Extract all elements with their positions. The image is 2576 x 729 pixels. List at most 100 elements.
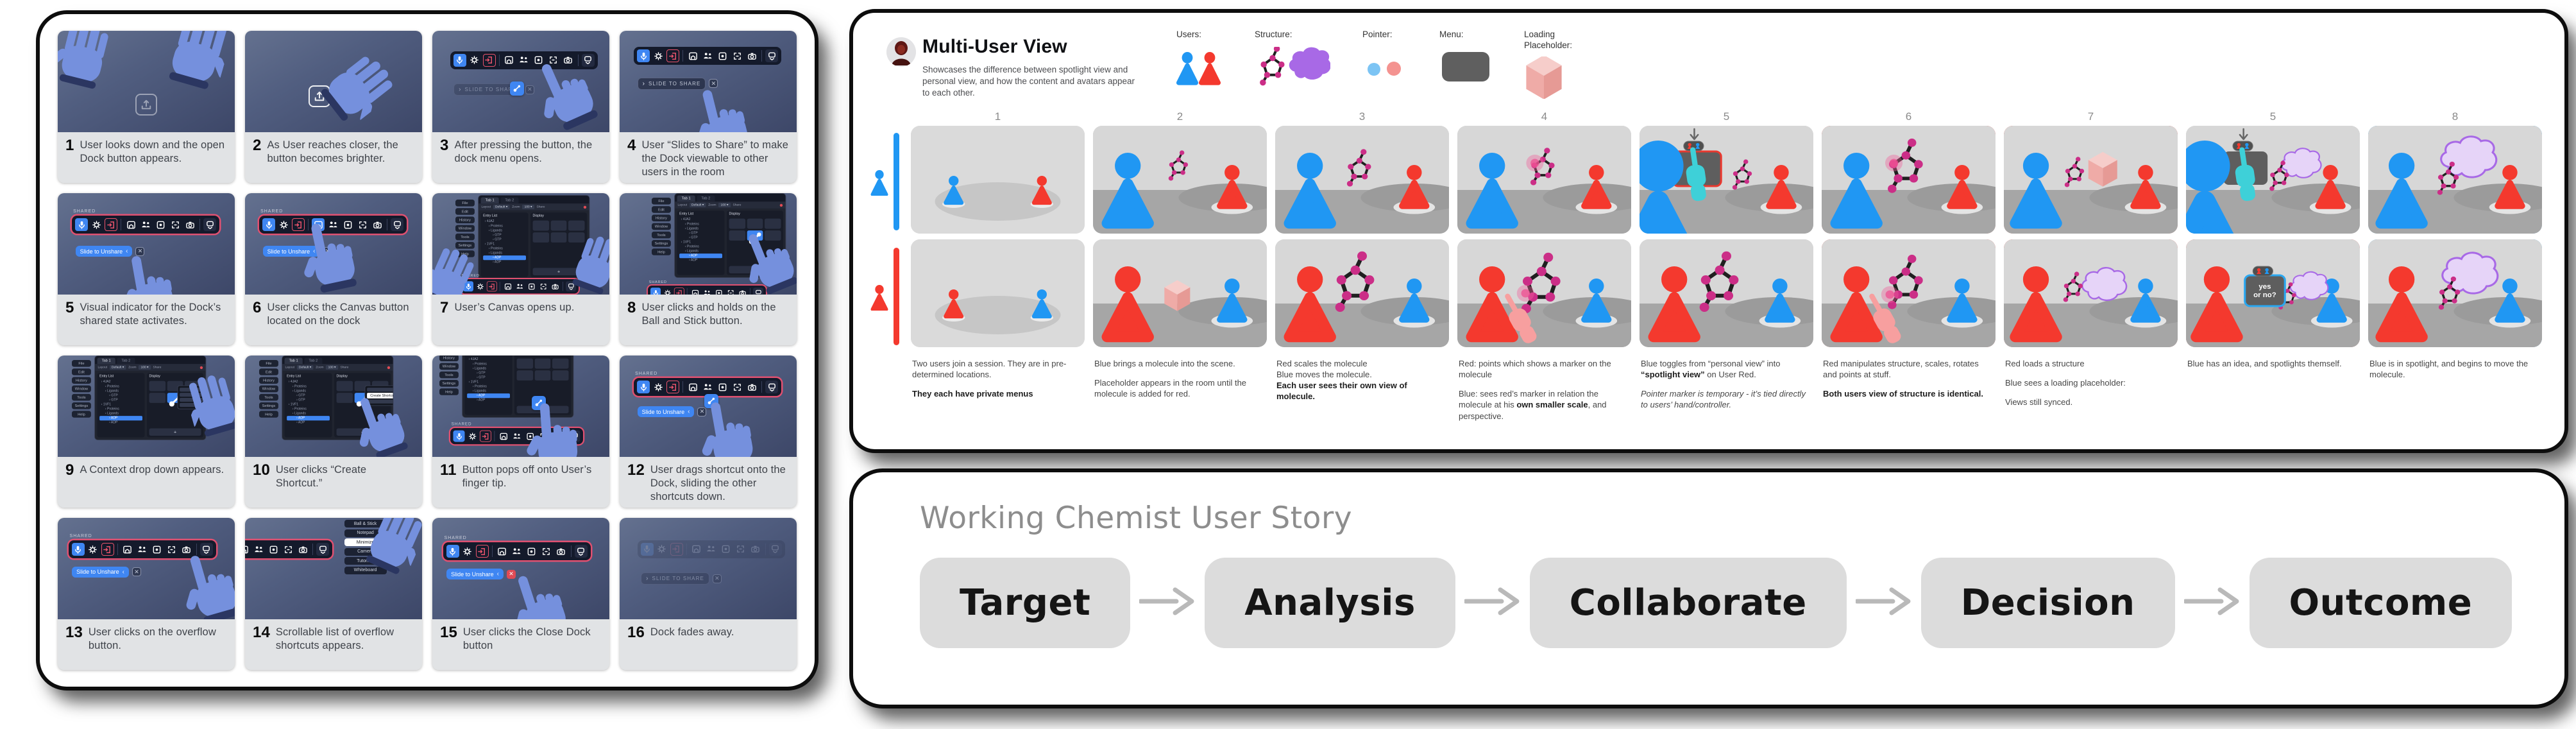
- cell-number: 4: [627, 137, 636, 154]
- pointer-icon: [716, 49, 729, 62]
- pointer-icon: [527, 282, 537, 292]
- expand-icon: [731, 49, 743, 62]
- column-number: 6: [1905, 110, 1912, 123]
- canvas-sidebar-button: Help: [72, 411, 91, 418]
- canvas-sidebar-button: Settings: [72, 402, 91, 409]
- scene-red-row: [1275, 239, 1449, 347]
- dock-divider: [686, 543, 687, 555]
- camera-icon: [371, 218, 384, 231]
- people-icon: [326, 218, 339, 231]
- dock: SHARED: [245, 534, 333, 559]
- scene-image: FileEditHistoryWindowToolsSettingsHelpTa…: [432, 356, 609, 457]
- cell-caption-text: User drags shortcut onto the Dock, slidi…: [650, 464, 786, 502]
- mic-icon: [650, 287, 661, 295]
- display-tile: [729, 230, 745, 241]
- scene-image: ›SLIDE TO SHARE✕: [432, 31, 609, 132]
- gear-icon: [461, 545, 474, 558]
- display-tile: [336, 381, 353, 391]
- camera-icon: [296, 543, 309, 556]
- dock-divider: [682, 381, 684, 393]
- scene-red-row: [2368, 239, 2542, 347]
- dock-menu: [648, 285, 767, 295]
- expand-icon: [165, 543, 178, 556]
- column-caption: Blue is in spotlight, and begins to move…: [2369, 359, 2529, 380]
- shared-label: SHARED: [245, 534, 332, 538]
- people-icon: [514, 282, 525, 292]
- window-icon: [496, 545, 509, 558]
- canvas-sidebar-button: File: [651, 198, 671, 205]
- cell-number: 15: [440, 624, 457, 641]
- avatar: [886, 37, 916, 67]
- display-tile: [568, 232, 585, 243]
- legend-label: Pointer:: [1362, 30, 1393, 39]
- cell-caption-text: User looks down and the open Dock button…: [80, 139, 225, 164]
- dock: SHARED: [259, 209, 407, 234]
- legend-label: Loading Placeholder:: [1524, 30, 1573, 50]
- display-tile: [729, 218, 745, 229]
- window-icon: [312, 218, 325, 232]
- scene-blue-row: [1822, 126, 1996, 234]
- dock-menu: [637, 540, 785, 558]
- scene-blue-row: [1093, 126, 1267, 234]
- slide-to-unshare-pill: Slide to Unshare‹✕: [72, 566, 141, 578]
- cell-caption-text: User clicks the Close Dock button: [462, 626, 591, 651]
- cell-number: 5: [65, 299, 74, 316]
- display-tile: [550, 232, 567, 243]
- column-number: 3: [1359, 110, 1366, 123]
- dock-divider: [199, 219, 201, 231]
- dock: SHARED: [634, 372, 782, 397]
- expand-icon: [282, 543, 294, 556]
- red-person-icon: [870, 285, 888, 311]
- canvas-sidebar-button: Edit: [259, 368, 278, 375]
- cell-number: 7: [440, 299, 449, 316]
- legend: Users:Structure:Pointer:Menu:Loading Pla…: [1176, 30, 1573, 99]
- pointer-icon: [1362, 47, 1407, 87]
- dock: SHARED: [648, 280, 767, 295]
- legend-item: Loading Placeholder:: [1524, 30, 1573, 99]
- expand-icon: [169, 218, 182, 231]
- column-number: 5: [1723, 110, 1730, 123]
- canvas-sidebar-button: History: [72, 377, 91, 384]
- camera-icon: [737, 287, 747, 295]
- display-tile: [532, 232, 549, 243]
- chemist-title: Working Chemist User Story: [920, 501, 1353, 536]
- dock-divider: [564, 431, 566, 442]
- slide-to-share-pill: ›SLIDE TO SHARE✕: [637, 77, 718, 90]
- close-dock-icon: ✕: [135, 246, 145, 256]
- expand-icon: [731, 381, 743, 393]
- cell-caption-text: User clicks and holds on the Ball and St…: [641, 302, 776, 327]
- canvas-sidebar-button: Window: [455, 225, 475, 232]
- column-number: 2: [1176, 110, 1183, 123]
- canvas-sidebar-button: History: [259, 377, 278, 384]
- overflow-icon: [581, 53, 595, 67]
- expand-icon: [356, 218, 369, 231]
- scene-image: ›SLIDE TO SHARE✕: [620, 31, 797, 132]
- legend-label: Structure:: [1255, 30, 1292, 39]
- legend-item: Structure:: [1255, 30, 1330, 98]
- cell-caption-text: As User reaches closer, the button becom…: [267, 139, 398, 164]
- panel-subtitle: Showcases the difference between spotlig…: [922, 65, 1135, 98]
- shared-label: SHARED: [260, 209, 284, 214]
- camera-icon: [562, 54, 575, 67]
- dock-menu: [259, 216, 407, 234]
- exit-icon: [292, 218, 305, 232]
- camera-icon: [550, 431, 562, 442]
- step-outcome: Outcome: [2249, 558, 2512, 648]
- canvas-sidebar-button: Settings: [651, 240, 671, 247]
- flow-arrow-icon: [2183, 587, 2241, 619]
